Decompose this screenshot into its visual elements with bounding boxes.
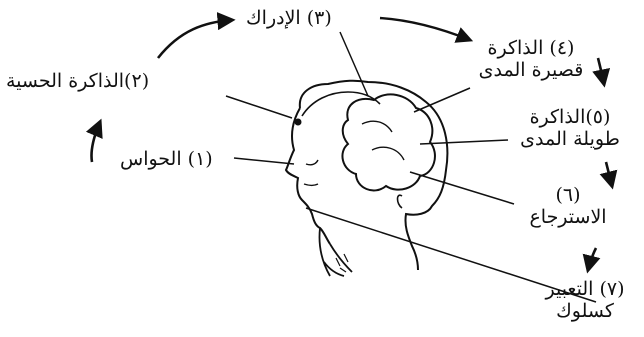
mouth bbox=[303, 159, 319, 187]
eye bbox=[294, 118, 302, 126]
label-senses: (١) الحواس bbox=[120, 148, 213, 170]
label-short-term-memory: (٤) الذاكرة قصيرة المدى bbox=[456, 37, 606, 81]
label-expression-line1: (٧) التعبير bbox=[545, 278, 625, 300]
arrow-retrieval-to-expression bbox=[582, 247, 601, 274]
hair-line bbox=[301, 91, 381, 117]
leader-sensory bbox=[225, 95, 293, 119]
leader-retrieval bbox=[409, 171, 515, 205]
arrow-stm-to-ltm bbox=[592, 57, 611, 88]
collar bbox=[318, 227, 353, 277]
label-ltm-line1: (٥)الذاكرة bbox=[529, 106, 611, 128]
leader-senses bbox=[233, 157, 295, 165]
label-sensory-memory: (٢)الذاكرة الحسية bbox=[6, 70, 150, 92]
arrow-senses-to-sensory bbox=[85, 118, 103, 163]
arrow-ltm-to-retrieval bbox=[599, 161, 618, 190]
label-stm-line1: (٤) الذاكرة bbox=[487, 37, 575, 59]
label-expression-line2: كسلوك bbox=[556, 300, 614, 322]
label-retrieval: (٦) الاسترجاع bbox=[506, 184, 630, 228]
leader-stm bbox=[413, 87, 471, 113]
arrow-sensory-to-perception bbox=[156, 12, 236, 59]
leader-ltm bbox=[419, 139, 509, 145]
label-stm-line2: قصيرة المدى bbox=[478, 59, 584, 81]
head-outline bbox=[298, 79, 449, 271]
label-expression: (٧) التعبير كسلوك bbox=[528, 278, 642, 322]
brain-outline bbox=[341, 93, 436, 192]
ear bbox=[396, 194, 403, 209]
label-retrieval-number: (٦) bbox=[555, 184, 581, 206]
label-retrieval-word: الاسترجاع bbox=[529, 206, 607, 228]
label-ltm-line2: طويلة المدى bbox=[520, 128, 620, 150]
leader-expression bbox=[305, 207, 597, 303]
face-profile bbox=[284, 107, 331, 245]
arrow-perception-to-stm bbox=[379, 16, 474, 43]
label-perception: (٣) الإدراك bbox=[246, 7, 332, 29]
brain-fold bbox=[361, 120, 405, 161]
collar-detail bbox=[335, 253, 349, 273]
leader-perception bbox=[339, 31, 369, 97]
label-long-term-memory: (٥)الذاكرة طويلة المدى bbox=[508, 106, 632, 150]
